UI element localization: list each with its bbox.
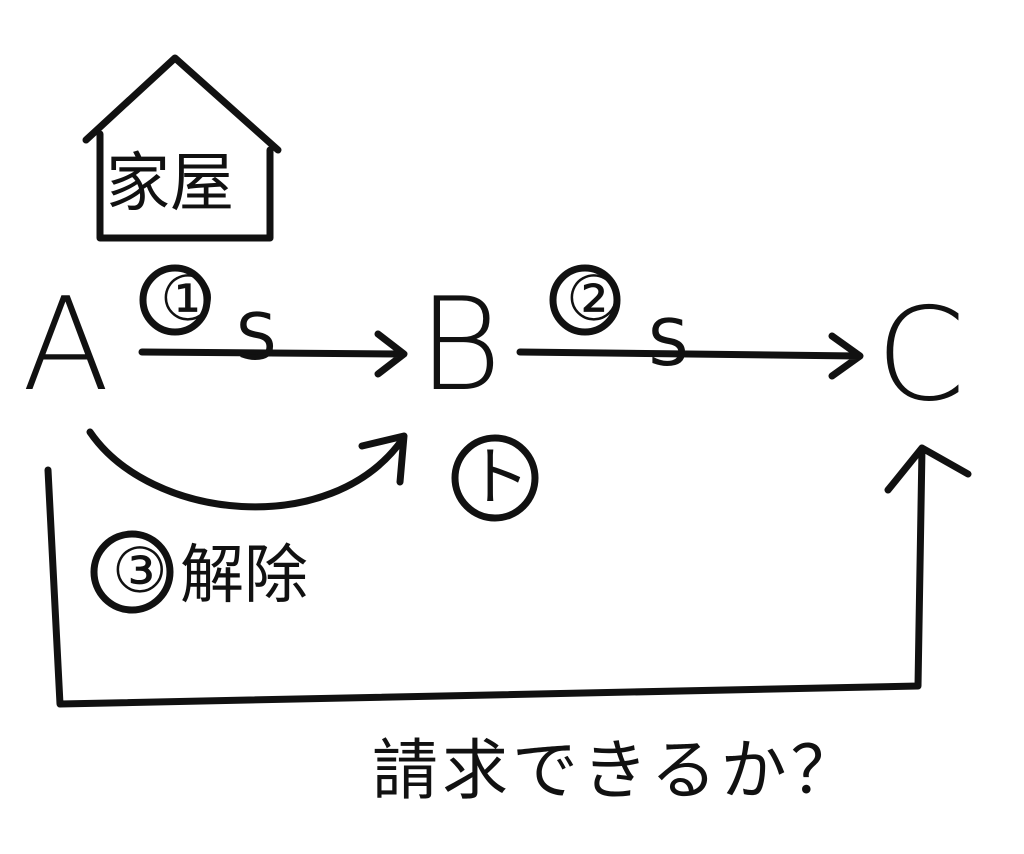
step-1-number: ① [160,262,216,335]
arrow-a-to-b [138,330,408,378]
step-1-circle [139,264,211,336]
sale-mark-ab: S [236,301,277,375]
step-2-number: ② [566,262,622,335]
node-c: C [876,281,966,430]
step-2-circle [549,264,621,336]
node-b: B [418,271,502,420]
claim-arrow [44,444,972,708]
house-roof [82,54,282,154]
step-3-circle [90,530,174,614]
node-a: A [22,271,110,420]
house-body [96,130,274,242]
rescission-arrow [86,428,408,511]
b-role-circle [451,434,539,522]
b-role-label: ト [466,441,530,515]
step-3-number: ③ [112,534,168,607]
arrow-b-to-c [516,332,864,380]
rescission-label: 解除 [180,539,308,613]
claim-question: 請求できるか？ [372,732,861,809]
sale-mark-bc: S [648,307,689,381]
house-label: 家屋 [106,147,234,221]
